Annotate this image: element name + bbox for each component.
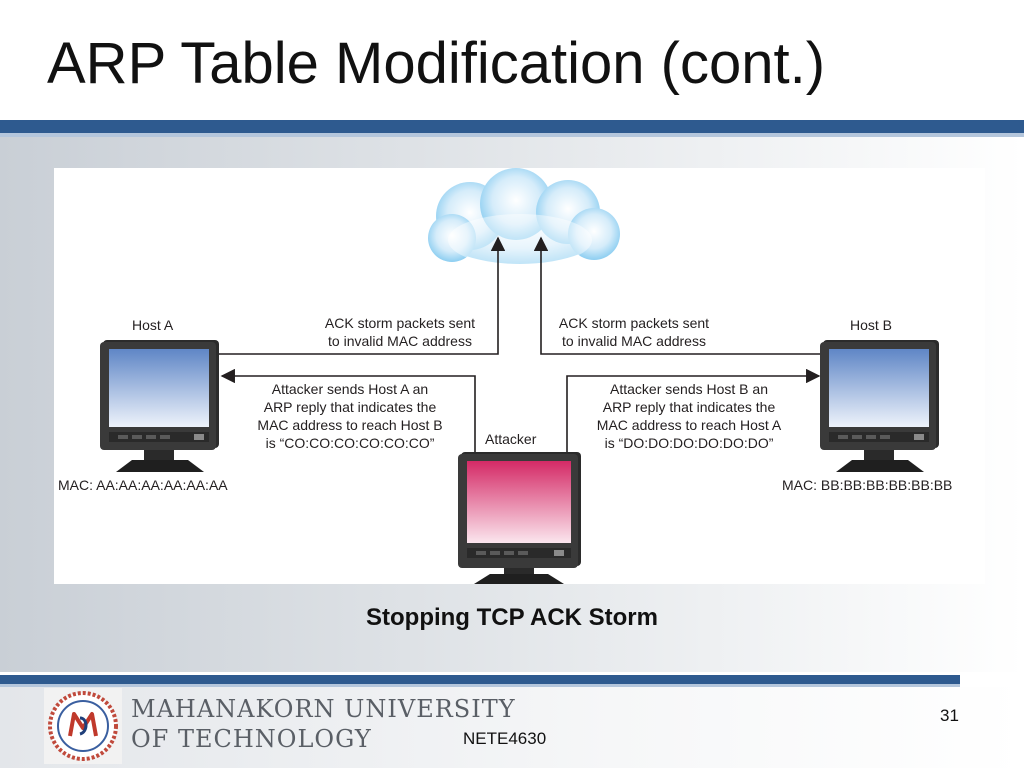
host-b-monitor-icon	[820, 340, 939, 472]
figure-caption: Stopping TCP ACK Storm	[366, 604, 658, 631]
ack-storm-arrow-right	[533, 236, 822, 355]
diagram-graphics	[100, 168, 939, 584]
header-divider	[0, 120, 1024, 133]
footer-divider-accent	[0, 684, 960, 687]
header-divider-accent	[0, 133, 1024, 137]
ack-storm-left-text: ACK storm packets sent to invalid MAC ad…	[324, 315, 476, 349]
footer-divider	[0, 675, 960, 684]
page-number: 31	[940, 706, 959, 725]
host-a-mac: MAC: AA:AA:AA:AA:AA:AA	[58, 477, 228, 493]
arp-diagram: Host A Host B Attacker ACK storm packets…	[54, 168, 985, 584]
ack-storm-arrow-left	[218, 236, 506, 355]
host-b-label: Host B	[850, 317, 893, 333]
arp-reply-arrow-right	[566, 368, 821, 452]
arp-reply-arrow-left	[220, 368, 476, 452]
footer-background	[0, 687, 1024, 768]
slide-title: ARP Table Modification (cont.)	[47, 31, 826, 96]
arp-reply-host-a-text: Attacker sends Host A an ARP reply that …	[257, 381, 443, 451]
ack-storm-right-text: ACK storm packets sent to invalid MAC ad…	[558, 315, 710, 349]
host-a-label: Host A	[132, 317, 174, 333]
attacker-label: Attacker	[485, 431, 537, 447]
attacker-monitor-icon	[458, 452, 581, 584]
course-code: NETE4630	[463, 729, 547, 748]
host-b-mac: MAC: BB:BB:BB:BB:BB:BB	[782, 477, 953, 493]
cloud-icon	[428, 168, 620, 266]
university-logo-icon	[44, 688, 122, 764]
university-name-line2: OF TECHNOLOGY	[131, 725, 372, 753]
host-a-monitor-icon	[100, 340, 219, 472]
university-name-line1: MAHANAKORN UNIVERSITY	[131, 695, 516, 723]
arp-reply-host-b-text: Attacker sends Host B an ARP reply that …	[596, 381, 782, 451]
